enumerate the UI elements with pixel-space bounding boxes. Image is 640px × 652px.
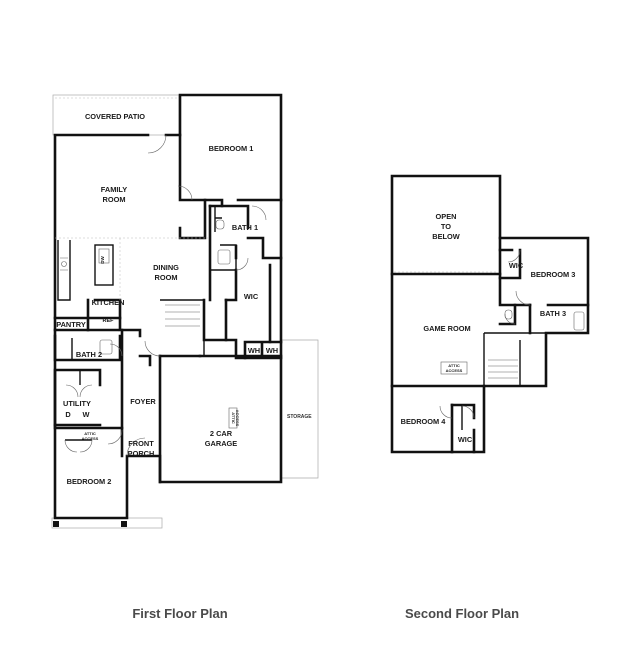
family-room-label-line2: ROOM <box>103 195 126 204</box>
ref-label: REF <box>103 318 115 324</box>
storage-outline <box>281 339 319 479</box>
bedroom4-label: BEDROOM 4 <box>401 417 447 426</box>
open-to-below-label-line2: TO <box>441 222 451 231</box>
garage-attic-label-line1: ATTIC <box>231 412 236 424</box>
pantry-label: PANTRY <box>56 320 86 329</box>
upper-attic-label-line2: ACCESS <box>446 368 463 373</box>
utility-label: UTILITY <box>63 399 91 408</box>
bath3-label: BATH 3 <box>540 309 566 318</box>
second-floor-plan: OPEN TO BELOW WIC BEDROOM 3 GAME ROOM BA… <box>390 174 590 454</box>
wh1-label: WH <box>248 346 260 355</box>
kitchen-label: KITCHEN <box>92 298 125 307</box>
first-floor-plan: COVERED PATIO BEDROOM 1 FAMILY ROOM BATH… <box>51 93 319 529</box>
family-room-label-line1: FAMILY <box>101 185 127 194</box>
bedroom1-label: BEDROOM 1 <box>209 144 254 153</box>
garage-label-line1: 2 CAR <box>210 429 233 438</box>
open-to-below-label-line3: BELOW <box>432 232 460 241</box>
garage-attic-label-line2: ACCESS <box>235 410 240 427</box>
bedroom3-label: BEDROOM 3 <box>531 270 576 279</box>
open-to-below-label-line1: OPEN <box>436 212 457 221</box>
dw-label: DW <box>100 256 105 264</box>
foyer-label: FOYER <box>130 397 156 406</box>
front-porch-outline <box>51 517 163 529</box>
washer-label: W <box>83 410 90 419</box>
bedroom2-label: BEDROOM 2 <box>67 477 112 486</box>
covered-patio-label: COVERED PATIO <box>85 112 145 121</box>
front-porch-label-line1: FRONT <box>128 439 154 448</box>
wh2-label: WH <box>266 346 278 355</box>
garage-label-line2: GARAGE <box>205 439 238 448</box>
upper-wic-label: WIC <box>509 261 524 270</box>
bath1-label: BATH 1 <box>232 223 258 232</box>
wic-label: WIC <box>244 292 259 301</box>
game-room-label: GAME ROOM <box>423 324 470 333</box>
storage-label: STORAGE <box>287 414 312 420</box>
upper-attic-label-line1: ATTIC <box>448 363 460 368</box>
attic-access-label-line2: ACCESS <box>82 436 99 441</box>
dining-room-label-line1: DINING <box>153 263 179 272</box>
dining-room-label-line2: ROOM <box>155 273 178 282</box>
front-porch-label-line2: PORCH <box>128 449 155 458</box>
second-floor-title: Second Floor Plan <box>405 606 519 621</box>
dryer-label: D <box>65 410 71 419</box>
attic-access-label-line1: ATTIC <box>84 431 96 436</box>
bath2-label: BATH 2 <box>76 350 102 359</box>
first-floor-title: First Floor Plan <box>132 606 227 621</box>
lower-wic-label: WIC <box>458 435 473 444</box>
